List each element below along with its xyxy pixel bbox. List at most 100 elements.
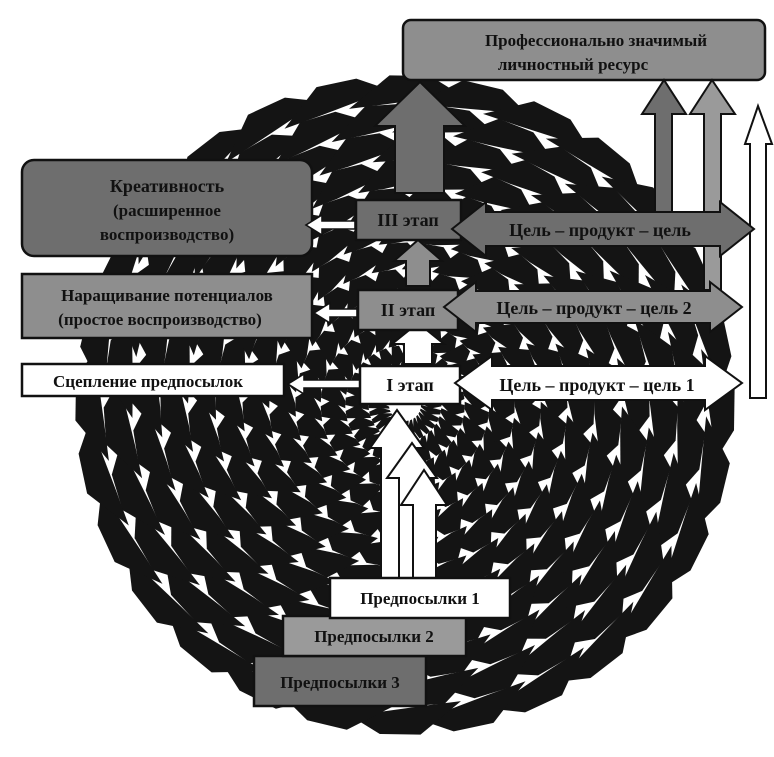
spiral-segment: [371, 413, 393, 424]
result-box: [401, 18, 767, 82]
spiral-segment: [226, 97, 319, 163]
spiral-segment: [556, 473, 595, 541]
spiral-segment: [606, 481, 650, 567]
spiral-segment: [448, 538, 499, 584]
cycle1-return-arrow: [743, 103, 774, 399]
spiral-segment: [226, 448, 272, 499]
prereq3-label: Предпосылки 3: [280, 673, 400, 692]
spiral-segment: [453, 118, 552, 159]
spiral-segment: [456, 428, 478, 457]
spiral-segment: [343, 246, 389, 284]
spiral-segment: [353, 456, 382, 478]
spiral-segment: [179, 474, 235, 540]
cycle2-double-arrow: [442, 279, 744, 335]
spiral-segment: [325, 531, 378, 559]
spiral-segment: [564, 414, 591, 477]
spiral-segment: [270, 518, 326, 556]
spiral-segment: [510, 461, 543, 511]
spiral-segment: [296, 410, 328, 440]
spiral-segment: [343, 339, 365, 371]
spiral-segment: [522, 511, 566, 571]
spiral-segment: [696, 416, 730, 528]
spiral-segment: [295, 388, 323, 422]
spiral-segment: [545, 450, 578, 511]
spiral-segment: [369, 407, 391, 417]
spiral-segment: [511, 146, 604, 198]
stage3-to-result-arrow: [372, 80, 468, 194]
spiral-segment: [304, 479, 347, 509]
spiral-segment: [195, 438, 242, 501]
spiral-segment: [484, 487, 520, 534]
spiral-segment: [430, 449, 452, 481]
result-title-line2: личностный ресурс: [498, 55, 649, 74]
potential-line1: Наращивание потенциалов: [61, 286, 273, 305]
spiral-segment: [563, 500, 608, 574]
spiral-segment: [348, 415, 375, 431]
spiral-segment: [299, 545, 360, 578]
spiral-segment: [354, 426, 380, 443]
spiral-segment: [433, 423, 452, 448]
spiral-segment: [452, 459, 478, 496]
linking-label: Сцепление предпосылок: [53, 372, 243, 391]
spiral-segment: [314, 452, 351, 478]
stage2-label: II этап: [381, 300, 435, 320]
spiral-segment: [329, 430, 361, 452]
cycle2-label: Цель – продукт – цель 2: [496, 298, 691, 318]
spiral-segment: [540, 401, 567, 455]
spiral-segment: [323, 415, 353, 435]
stage1-left-arrow: [286, 372, 361, 396]
spiral-segment: [563, 564, 627, 645]
prereq2-label: Предпосылки 2: [314, 627, 434, 646]
prereq3-box: [252, 654, 428, 708]
spiral-segment: [213, 482, 267, 535]
spiral-segment: [429, 498, 464, 535]
spiral-segment: [103, 379, 143, 479]
spiral-segment: [339, 445, 371, 467]
spiral-segment: [349, 483, 384, 507]
spiral-segment: [276, 484, 323, 520]
potential-line2: (простое воспроизводство): [58, 310, 262, 329]
spiral-segment: [133, 404, 176, 491]
spiral-segment: [444, 645, 535, 699]
spiral-segment: [582, 432, 614, 504]
spiral-segment: [482, 323, 523, 355]
spiral-segment: [345, 405, 371, 419]
spiral-segment: [319, 133, 406, 176]
spiral-segment: [439, 343, 471, 365]
spiral-segment: [445, 439, 467, 471]
prereq1-label: Предпосылки 1: [360, 589, 480, 608]
cycle3-double-arrow: [450, 199, 756, 259]
cycle1-double-arrow: [453, 354, 744, 412]
prereq1-box: [328, 576, 512, 620]
spiral-segment: [432, 251, 485, 279]
stage3-label: III этап: [377, 210, 439, 230]
cycle1-label: Цель – продукт – цель 1: [499, 375, 694, 395]
spiral-segment: [275, 429, 312, 464]
spiral-segment: [620, 406, 648, 488]
creativity-box: [20, 158, 314, 258]
creativity-line1: Креативность: [110, 176, 225, 196]
spiral-segment: [257, 454, 301, 493]
spiral-segment: [469, 443, 495, 480]
spiral-segment: [97, 491, 163, 584]
spiral-segment: [416, 415, 430, 435]
spiral-segment: [461, 609, 540, 665]
spiral-segment: [350, 701, 461, 735]
stage3-left-arrow: [304, 213, 356, 237]
spiral-segment: [594, 390, 622, 462]
cycle3-label: Цель – продукт – цель: [509, 220, 691, 240]
spiral-segment: [455, 482, 487, 523]
spiral-segment: [491, 647, 584, 713]
stage3-box: [354, 198, 463, 242]
spiral-segment: [464, 401, 489, 427]
spiral-segment: [518, 484, 556, 540]
spiral-segment: [454, 509, 493, 553]
spiral-segment: [538, 311, 584, 362]
spiral-segment: [498, 441, 526, 485]
spiral-segment: [420, 405, 442, 415]
spiral-segment: [612, 511, 664, 604]
spiral-segment: [236, 563, 310, 608]
spiral-segment: [661, 483, 709, 589]
spiral-segment: [330, 469, 367, 495]
creativity-line3: воспроизводство): [100, 225, 234, 244]
